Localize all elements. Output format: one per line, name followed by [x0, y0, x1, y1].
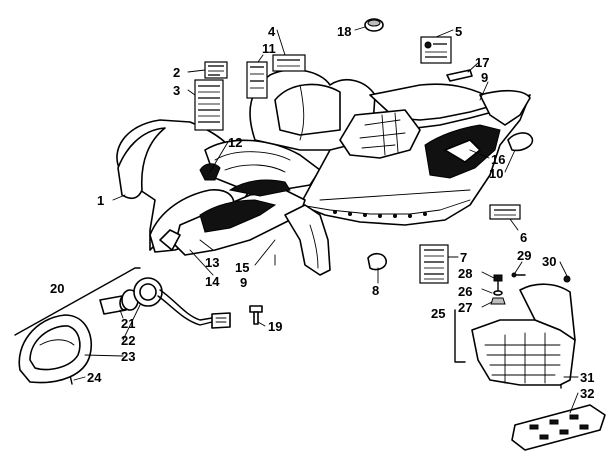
callout-1: 1	[97, 193, 104, 208]
callout-3: 3	[173, 83, 180, 98]
callout-29: 29	[517, 248, 531, 263]
front-fender-body	[116, 69, 531, 276]
callout-24: 24	[87, 370, 102, 385]
callout-31: 31	[580, 370, 594, 385]
callout-14: 14	[205, 274, 220, 289]
decal-labels	[194, 36, 521, 284]
footrest-plate	[511, 404, 606, 451]
footwell	[471, 283, 576, 386]
callout-2: 2	[173, 65, 180, 80]
callout-28: 28	[458, 266, 472, 281]
callout-9-lower: 9	[240, 275, 247, 290]
callout-4: 4	[268, 24, 276, 39]
callout-25: 25	[431, 306, 445, 321]
callout-21: 21	[121, 316, 135, 331]
callout-11: 11	[262, 41, 276, 56]
callout-16: 16	[491, 152, 505, 167]
leader-lines	[73, 26, 579, 414]
callout-9-upper: 9	[481, 70, 488, 85]
callout-15: 15	[235, 260, 249, 275]
callout-19: 19	[268, 319, 282, 334]
callout-22: 22	[121, 333, 135, 348]
callout-numbers: 1 2 3 4 5 6 7 8 9 9 10 11 12 13 14 15 16…	[50, 24, 594, 401]
callout-32: 32	[580, 386, 594, 401]
callout-18: 18	[337, 24, 351, 39]
callout-23: 23	[121, 349, 135, 364]
callout-5: 5	[455, 24, 462, 39]
callout-10: 10	[489, 166, 503, 181]
callout-6: 6	[520, 230, 527, 245]
callout-17: 17	[475, 55, 489, 70]
callout-20: 20	[50, 281, 64, 296]
callout-12: 12	[228, 135, 242, 150]
callout-26: 26	[458, 284, 472, 299]
callout-8: 8	[372, 283, 379, 298]
callout-27: 27	[458, 300, 472, 315]
callout-13: 13	[205, 255, 219, 270]
small-parts	[14, 18, 571, 389]
callout-7: 7	[460, 250, 467, 265]
callout-30: 30	[542, 254, 556, 269]
